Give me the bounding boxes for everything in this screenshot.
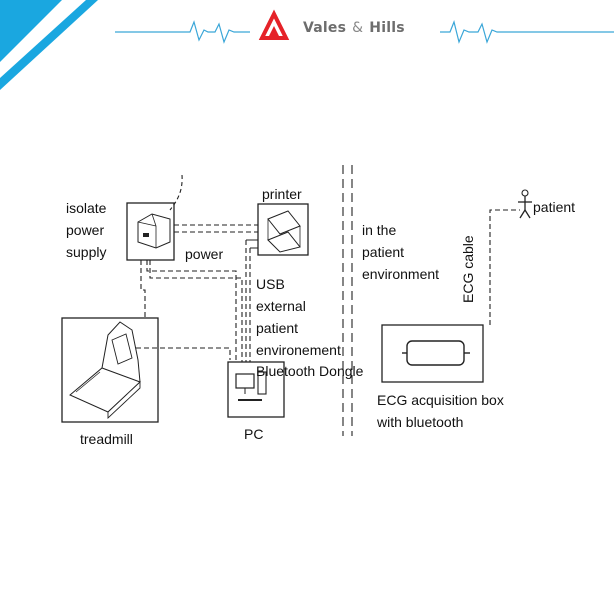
label-power: power <box>185 246 224 262</box>
corner-stripe-bottom <box>0 0 98 90</box>
label-isolate: isolate <box>66 200 107 216</box>
mains-cable <box>169 174 183 211</box>
header-decoration <box>0 0 614 90</box>
ecg-line-right-icon <box>440 20 614 44</box>
corner-stripe-top <box>0 0 62 62</box>
label-patient-1: patient <box>256 320 299 336</box>
label-patient: patient <box>533 199 576 215</box>
cable-printer-to-pc-2 <box>249 247 258 362</box>
cable-power-to-pc-2 <box>149 260 243 362</box>
patient-icon <box>518 189 532 219</box>
label-usb: USB <box>256 276 285 292</box>
brand-ampersand: & <box>352 20 364 36</box>
ecg-line-left-icon <box>115 20 250 44</box>
label-ecg-cable: ECG cable <box>460 235 476 303</box>
label-environment: environment <box>362 266 440 282</box>
label-with-bluetooth: with bluetooth <box>377 414 464 430</box>
treadmill-icon <box>61 317 159 423</box>
label-ecg-acquisition-box: ECG acquisition box <box>377 392 504 408</box>
label-treadmill: treadmill <box>80 431 133 447</box>
printer-icon <box>257 203 309 256</box>
ecg-cable-line <box>489 209 520 325</box>
vales-hills-logo-icon <box>258 9 290 40</box>
label-power-supply-2: supply <box>66 244 107 260</box>
label-external: external <box>256 298 306 314</box>
label-in-the: in the <box>362 222 397 238</box>
label-bluetooth-dongle: Bluetooth Dongle <box>256 363 364 379</box>
environment-barrier <box>342 165 353 436</box>
cable-printer-to-pc <box>245 239 258 362</box>
pc-icon <box>227 361 285 418</box>
label-pc: PC <box>244 426 264 442</box>
brand-name-part1: Vales <box>303 20 347 36</box>
label-printer: printer <box>262 186 302 202</box>
brand-name-part2: Hills <box>369 20 405 36</box>
label-environement: environement <box>256 342 341 358</box>
ecg-acquisition-box-icon <box>381 324 484 383</box>
isolate-power-supply-icon <box>126 202 175 261</box>
brand-name: Vales&Hills <box>303 20 405 36</box>
label-patient-2: patient <box>362 244 405 260</box>
label-power-supply-1: power <box>66 222 105 238</box>
cable-power-to-treadmill <box>140 260 146 318</box>
cable-power-to-pc <box>146 260 237 362</box>
cable-connections <box>136 209 520 362</box>
